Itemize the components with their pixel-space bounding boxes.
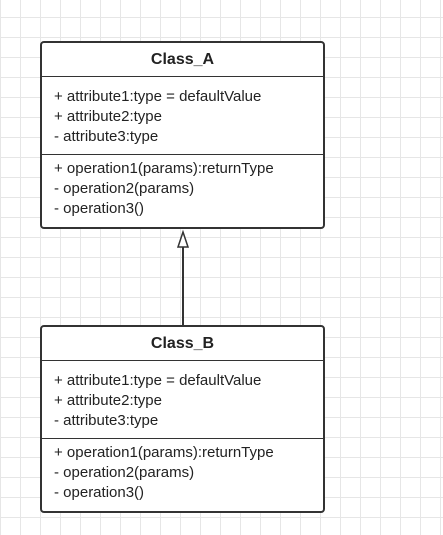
attribute-item: - attribute3:type (54, 128, 159, 145)
attribute-item: + attribute2:type (54, 108, 162, 125)
attributes-compartment: + attribute1:type = defaultValue + attri… (42, 77, 323, 155)
attribute-item: + attribute1:type = defaultValue (54, 88, 262, 105)
operation-item: + operation1(params):returnType (54, 444, 274, 461)
operation-item: - operation2(params) (54, 180, 195, 197)
operations-compartment: + operation1(params):returnType - operat… (42, 155, 323, 219)
attribute-item: - attribute3:type (54, 412, 159, 429)
class-name: Class_A (42, 43, 323, 77)
attribute-item: + attribute2:type (54, 392, 162, 409)
operations-compartment: + operation1(params):returnType - operat… (42, 439, 323, 503)
attribute-item: + attribute1:type = defaultValue (54, 372, 262, 389)
class-box-class-a[interactable]: Class_A + attribute1:type = defaultValue… (40, 41, 325, 229)
class-name: Class_B (42, 327, 323, 361)
hollow-triangle-arrowhead-icon (176, 229, 190, 248)
operation-item: - operation3() (54, 484, 145, 501)
operation-item: - operation2(params) (54, 464, 195, 481)
operation-item: + operation1(params):returnType (54, 160, 274, 177)
attributes-compartment: + attribute1:type = defaultValue + attri… (42, 361, 323, 439)
operation-item: - operation3() (54, 200, 145, 217)
class-box-class-b[interactable]: Class_B + attribute1:type = defaultValue… (40, 325, 325, 513)
